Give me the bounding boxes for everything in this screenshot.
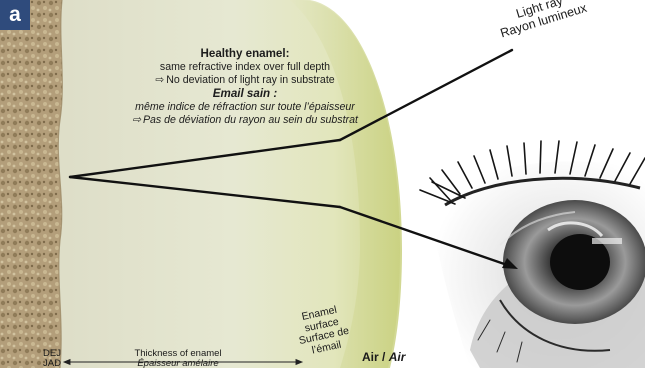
thickness-label-fr: Épaisseur amélaire [108, 359, 248, 368]
english-line-1: same refractive index over full depth [95, 61, 395, 74]
dentin-texture [0, 0, 62, 368]
thickness-label: Thickness of enamel Épaisseur amélaire [108, 349, 248, 368]
panel-label: a [0, 0, 30, 30]
dej-label: DEJ JAD [43, 349, 61, 368]
air-label-separator: / [379, 350, 389, 364]
french-heading: Email sain : [95, 87, 395, 101]
arrow-icon: ⇨ [132, 114, 141, 126]
arrow-icon: ⇨ [155, 74, 164, 86]
air-label: Air / Air [362, 350, 405, 364]
dej-label-fr: JAD [43, 359, 61, 368]
english-line-2-row: ⇨No deviation of light ray in substrate [95, 74, 395, 87]
french-line-2: Pas de déviation du rayon au sein du sub… [143, 114, 358, 126]
french-line-1: même indice de réfraction sur toute l’ép… [95, 101, 395, 114]
french-line-2-row: ⇨Pas de déviation du rayon au sein du su… [95, 114, 395, 127]
eye-illustration [420, 141, 645, 368]
english-line-2: No deviation of light ray in substrate [166, 74, 334, 86]
air-label-fr: Air [389, 350, 406, 364]
air-label-en: Air [362, 350, 379, 364]
english-heading: Healthy enamel: [95, 47, 395, 61]
enamel-description: Healthy enamel: same refractive index ov… [95, 47, 395, 127]
